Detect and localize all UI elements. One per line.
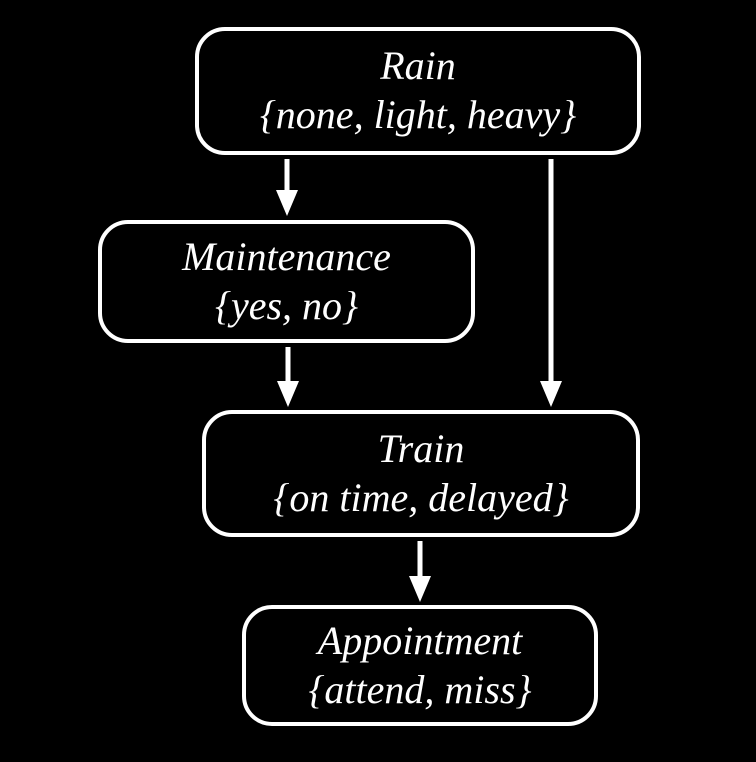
node-rain: Rain {none, light, heavy} xyxy=(195,27,641,155)
node-train-label: Train xyxy=(377,425,465,471)
node-appointment-label: Appointment xyxy=(317,617,523,663)
edge-train-appointment-arrow xyxy=(409,541,431,602)
node-train: Train {on time, delayed} xyxy=(202,410,640,537)
node-rain-values: {none, light, heavy} xyxy=(259,92,577,137)
node-maintenance-values: {yes, no} xyxy=(214,282,359,328)
edge-rain-maintenance-arrow xyxy=(276,159,298,216)
node-maintenance: Maintenance {yes, no} xyxy=(98,220,475,343)
edge-maintenance-train-arrow xyxy=(277,347,299,407)
edge-rain-train-arrow xyxy=(540,159,562,407)
node-train-values: {on time, delayed} xyxy=(273,474,569,520)
node-appointment: Appointment {attend, miss} xyxy=(242,605,598,726)
node-maintenance-label: Maintenance xyxy=(182,233,391,279)
node-appointment-values: {attend, miss} xyxy=(308,666,532,712)
node-rain-label: Rain xyxy=(380,43,456,89)
